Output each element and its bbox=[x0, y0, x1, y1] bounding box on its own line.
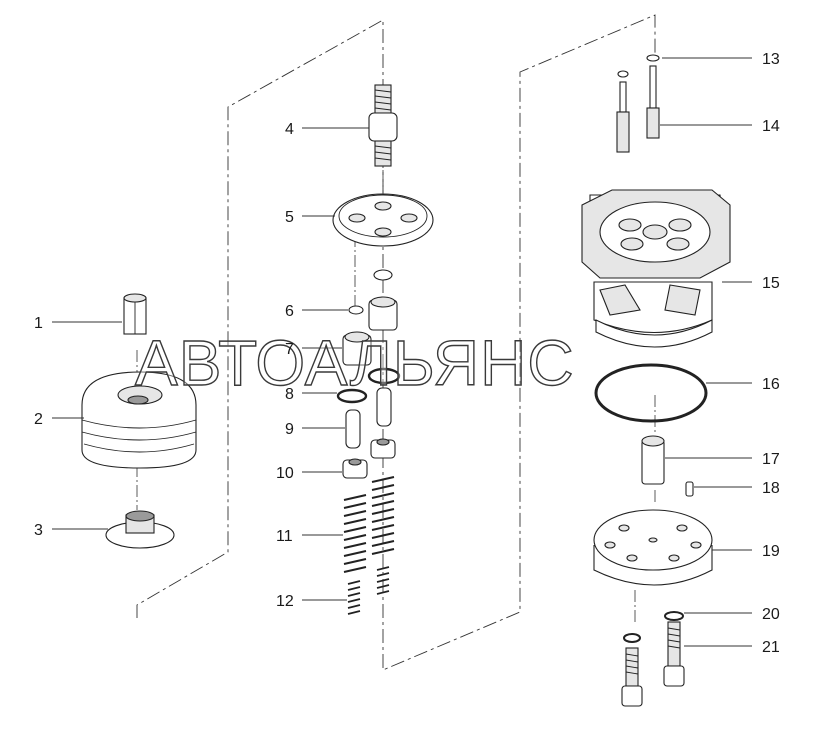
part-3-flange-nut bbox=[105, 510, 175, 549]
part-11-large-springs bbox=[343, 476, 395, 573]
callout-12: 12 bbox=[276, 593, 294, 610]
callout-11: 11 bbox=[276, 528, 293, 545]
part-12-small-springs bbox=[347, 566, 390, 615]
part-4-threaded-spindle bbox=[368, 84, 398, 167]
part-14-pins bbox=[616, 65, 660, 153]
callout-20: 20 bbox=[762, 606, 780, 623]
callout-17: 17 bbox=[762, 451, 780, 468]
part-9-pistons bbox=[345, 387, 392, 449]
callout-1: 1 bbox=[34, 315, 43, 332]
part-6-washers bbox=[348, 269, 393, 315]
part-16-large-o-ring bbox=[594, 363, 708, 423]
part-17-sleeve bbox=[641, 435, 665, 485]
callout-2: 2 bbox=[34, 411, 43, 428]
part-5-valve-plate bbox=[332, 193, 434, 247]
callout-8: 8 bbox=[285, 386, 294, 403]
watermark-text: АВТОАЛЬЯНС bbox=[135, 327, 575, 399]
callout-14: 14 bbox=[762, 118, 780, 135]
part-21-socket-bolts bbox=[621, 621, 685, 707]
part-18-dowel-pin bbox=[685, 481, 694, 497]
callout-10: 10 bbox=[276, 465, 294, 482]
callout-4: 4 bbox=[285, 121, 294, 138]
part-19-base-plate bbox=[593, 509, 713, 586]
callout-19: 19 bbox=[762, 543, 780, 560]
callout-labels: 1 2 3 4 5 6 7 8 9 10 11 12 13 14 15 16 1… bbox=[34, 51, 780, 656]
callout-3: 3 bbox=[34, 522, 43, 539]
part-8-o-rings bbox=[336, 367, 401, 404]
callout-16: 16 bbox=[762, 376, 780, 393]
part-15-valve-body bbox=[581, 189, 731, 348]
callout-9: 9 bbox=[285, 421, 294, 438]
callout-13: 13 bbox=[762, 51, 780, 68]
callout-5: 5 bbox=[285, 209, 294, 226]
callout-18: 18 bbox=[762, 480, 780, 497]
part-10-spring-seats bbox=[342, 438, 396, 479]
part-7-valve-insert bbox=[342, 296, 398, 366]
part-1-hex-nut bbox=[123, 293, 147, 335]
callout-15: 15 bbox=[762, 275, 780, 292]
leader-lines bbox=[52, 57, 752, 647]
callout-7: 7 bbox=[285, 341, 294, 358]
callout-6: 6 bbox=[285, 303, 294, 320]
part-13-caps bbox=[617, 54, 660, 78]
part-20-washers bbox=[623, 611, 684, 643]
part-2-diaphragm-housing bbox=[81, 371, 197, 469]
callout-21: 21 bbox=[762, 639, 780, 656]
